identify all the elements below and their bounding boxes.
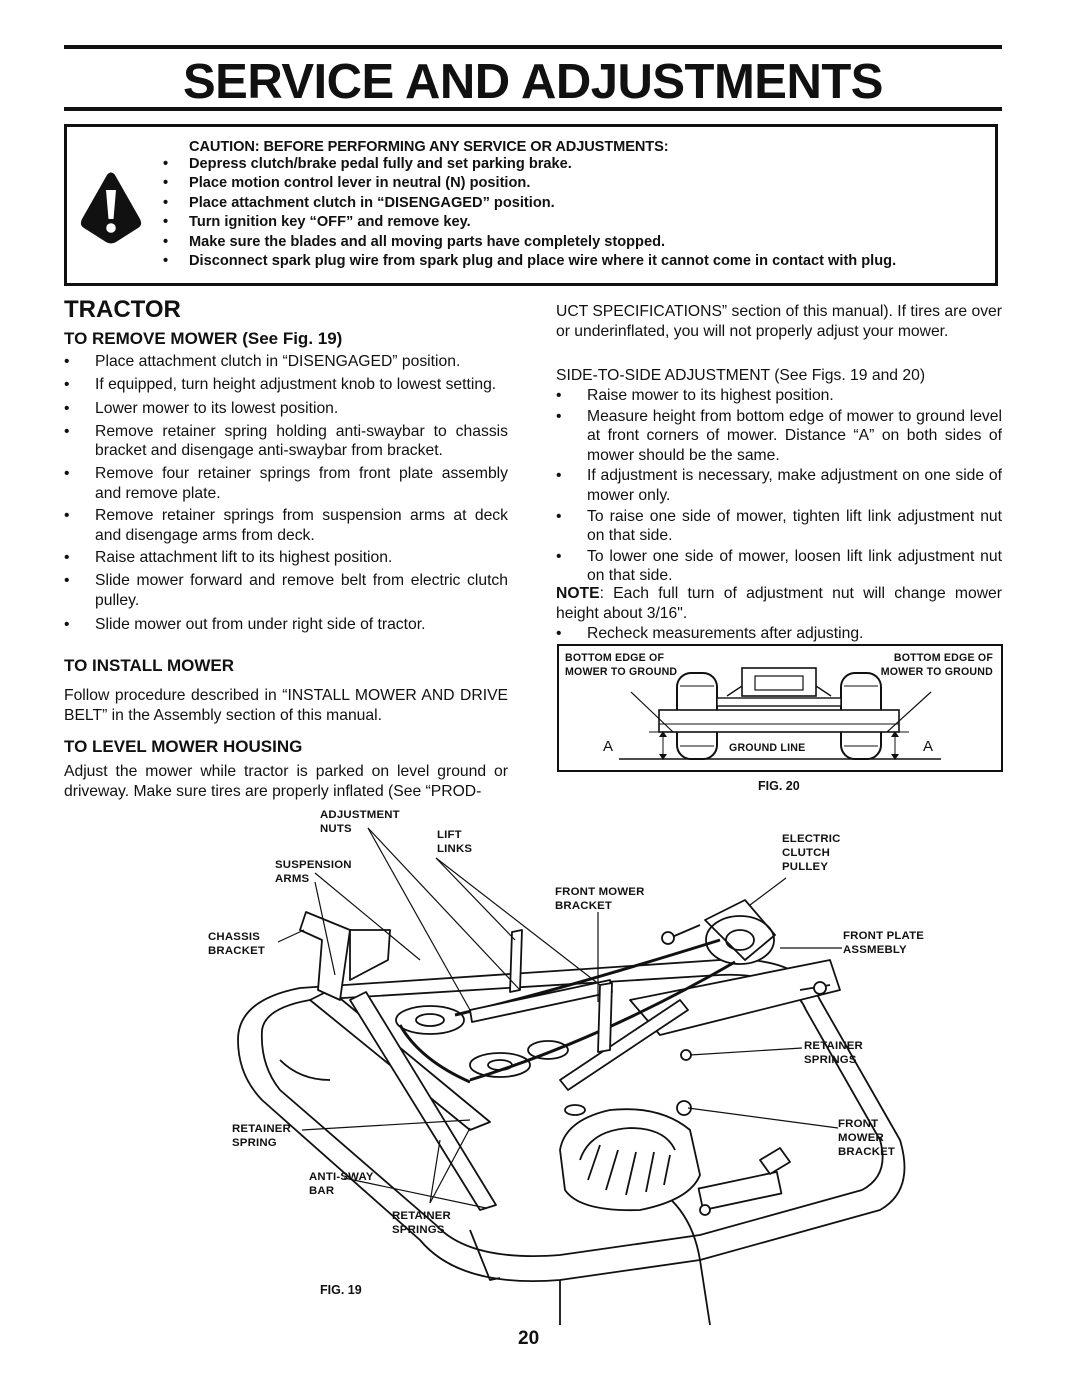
mower-level-diagram — [619, 667, 941, 760]
ground-line-label: GROUND LINE — [729, 742, 806, 754]
side-step: Measure height from bottom edge of mower… — [556, 407, 1002, 466]
remove-step: Raise attachment lift to its highest pos… — [64, 548, 508, 568]
callout-retainer-springs-right: RETAINER SPRINGS — [804, 1040, 863, 1067]
level-mower-intro-continued: UCT SPECIFICATIONS” section of this manu… — [556, 303, 1002, 340]
heading-install-mower: TO INSTALL MOWER — [64, 656, 234, 675]
callout-chassis-bracket: CHASSIS BRACKET — [208, 931, 266, 958]
dimension-a-right: A — [923, 738, 934, 755]
heading-level-mower-housing: TO LEVEL MOWER HOUSING — [64, 737, 303, 756]
callout-lift-links: LIFT LINKS — [437, 829, 473, 856]
level-mower-intro: Adjust the mower while tractor is parked… — [64, 763, 508, 800]
remove-step: Place attachment clutch in “DISENGAGED” … — [64, 352, 508, 372]
callout-front-mower-bracket-right: FRONT MOWER BRACKET — [838, 1118, 896, 1159]
dimension-a-left: A — [603, 738, 614, 755]
side-to-side-heading: SIDE-TO-SIDE ADJUSTMENT (See Figs. 19 an… — [556, 367, 926, 384]
caution-item: Turn ignition key “OFF” and remove key. — [163, 213, 987, 233]
page-title: SERVICE AND ADJUSTMENTS — [182, 55, 884, 109]
heading-remove-mower: TO REMOVE MOWER (See Fig. 19) — [64, 329, 343, 348]
remove-step: Lower mower to its lowest position. — [64, 399, 508, 419]
note-text: NOTE: Each full turn of adjustment nut w… — [556, 584, 1002, 623]
caution-item: Place motion control lever in neutral (N… — [163, 174, 987, 194]
callout-front-plate-assembly: FRONT PLATE ASSMEBLY — [843, 930, 925, 957]
side-step: Raise mower to its highest position. — [556, 386, 1002, 406]
section-heading-tractor: TRACTOR — [64, 296, 181, 323]
title-bottom-rule — [64, 107, 1002, 111]
title-top-rule — [64, 45, 1002, 49]
callout-adjustment-nuts: ADJUSTMENT NUTS — [320, 809, 400, 836]
side-step: If adjustment is necessary, make adjustm… — [556, 466, 1002, 505]
callout-anti-sway-bar: ANTI-SWAY BAR — [309, 1171, 374, 1198]
side-step: To lower one side of mower, loosen lift … — [556, 547, 1002, 586]
callout-retainer-springs-bottom: RETAINER SPRINGS — [392, 1210, 451, 1237]
callout-suspension-arms: SUSPENSION ARMS — [275, 859, 352, 886]
remove-step: Remove four retainer springs from front … — [64, 464, 508, 503]
callout-left-bottom-edge: BOTTOM EDGE OF MOWER TO GROUND — [565, 652, 678, 678]
figure-20-box: BOTTOM EDGE OF MOWER TO GROUND BOTTOM ED… — [557, 644, 1003, 772]
figure-20-label: FIG. 20 — [758, 779, 800, 793]
callout-electric-clutch-pulley: ELECTRIC CLUTCH PULLEY — [782, 833, 841, 874]
callout-front-mower-bracket-top: FRONT MOWER BRACKET — [555, 886, 645, 913]
install-mower-text: Follow procedure described in “INSTALL M… — [64, 687, 508, 724]
caution-item: Place attachment clutch in “DISENGAGED” … — [163, 194, 987, 214]
note-body: : Each full turn of adjustment nut will … — [556, 585, 1002, 622]
remove-step: If equipped, turn height adjustment knob… — [64, 375, 508, 395]
caution-item: Depress clutch/brake pedal fully and set… — [163, 155, 987, 175]
caution-heading: CAUTION: BEFORE PERFORMING ANY SERVICE O… — [189, 139, 669, 155]
warning-exclamation-icon — [80, 172, 142, 244]
page-number: 20 — [518, 1328, 540, 1349]
caution-item: Disconnect spark plug wire from spark pl… — [163, 252, 987, 272]
caution-box: CAUTION: BEFORE PERFORMING ANY SERVICE O… — [64, 124, 998, 286]
note-label: NOTE — [556, 585, 600, 602]
remove-step: Slide mower forward and remove belt from… — [64, 571, 508, 610]
caution-item: Make sure the blades and all moving part… — [163, 233, 987, 253]
callout-retainer-spring-left: RETAINER SPRING — [232, 1123, 291, 1150]
recheck-step: Recheck measurements after adjusting. — [556, 624, 1002, 644]
figure-19-label: FIG. 19 — [320, 1283, 362, 1297]
side-step: To raise one side of mower, tighten lift… — [556, 507, 1002, 546]
recheck-item: Recheck measurements after adjusting. — [556, 624, 1002, 644]
remove-step: Slide mower out from under right side of… — [64, 615, 508, 635]
remove-step: Remove retainer springs from suspension … — [64, 506, 508, 545]
side-to-side-steps: Raise mower to its highest position. Mea… — [556, 386, 1002, 586]
remove-step: Remove retainer spring holding anti-sway… — [64, 422, 508, 461]
callout-right-bottom-edge: BOTTOM EDGE OF MOWER TO GROUND — [880, 652, 993, 678]
caution-list: Depress clutch/brake pedal fully and set… — [163, 155, 987, 272]
remove-mower-steps: Place attachment clutch in “DISENGAGED” … — [64, 352, 508, 635]
